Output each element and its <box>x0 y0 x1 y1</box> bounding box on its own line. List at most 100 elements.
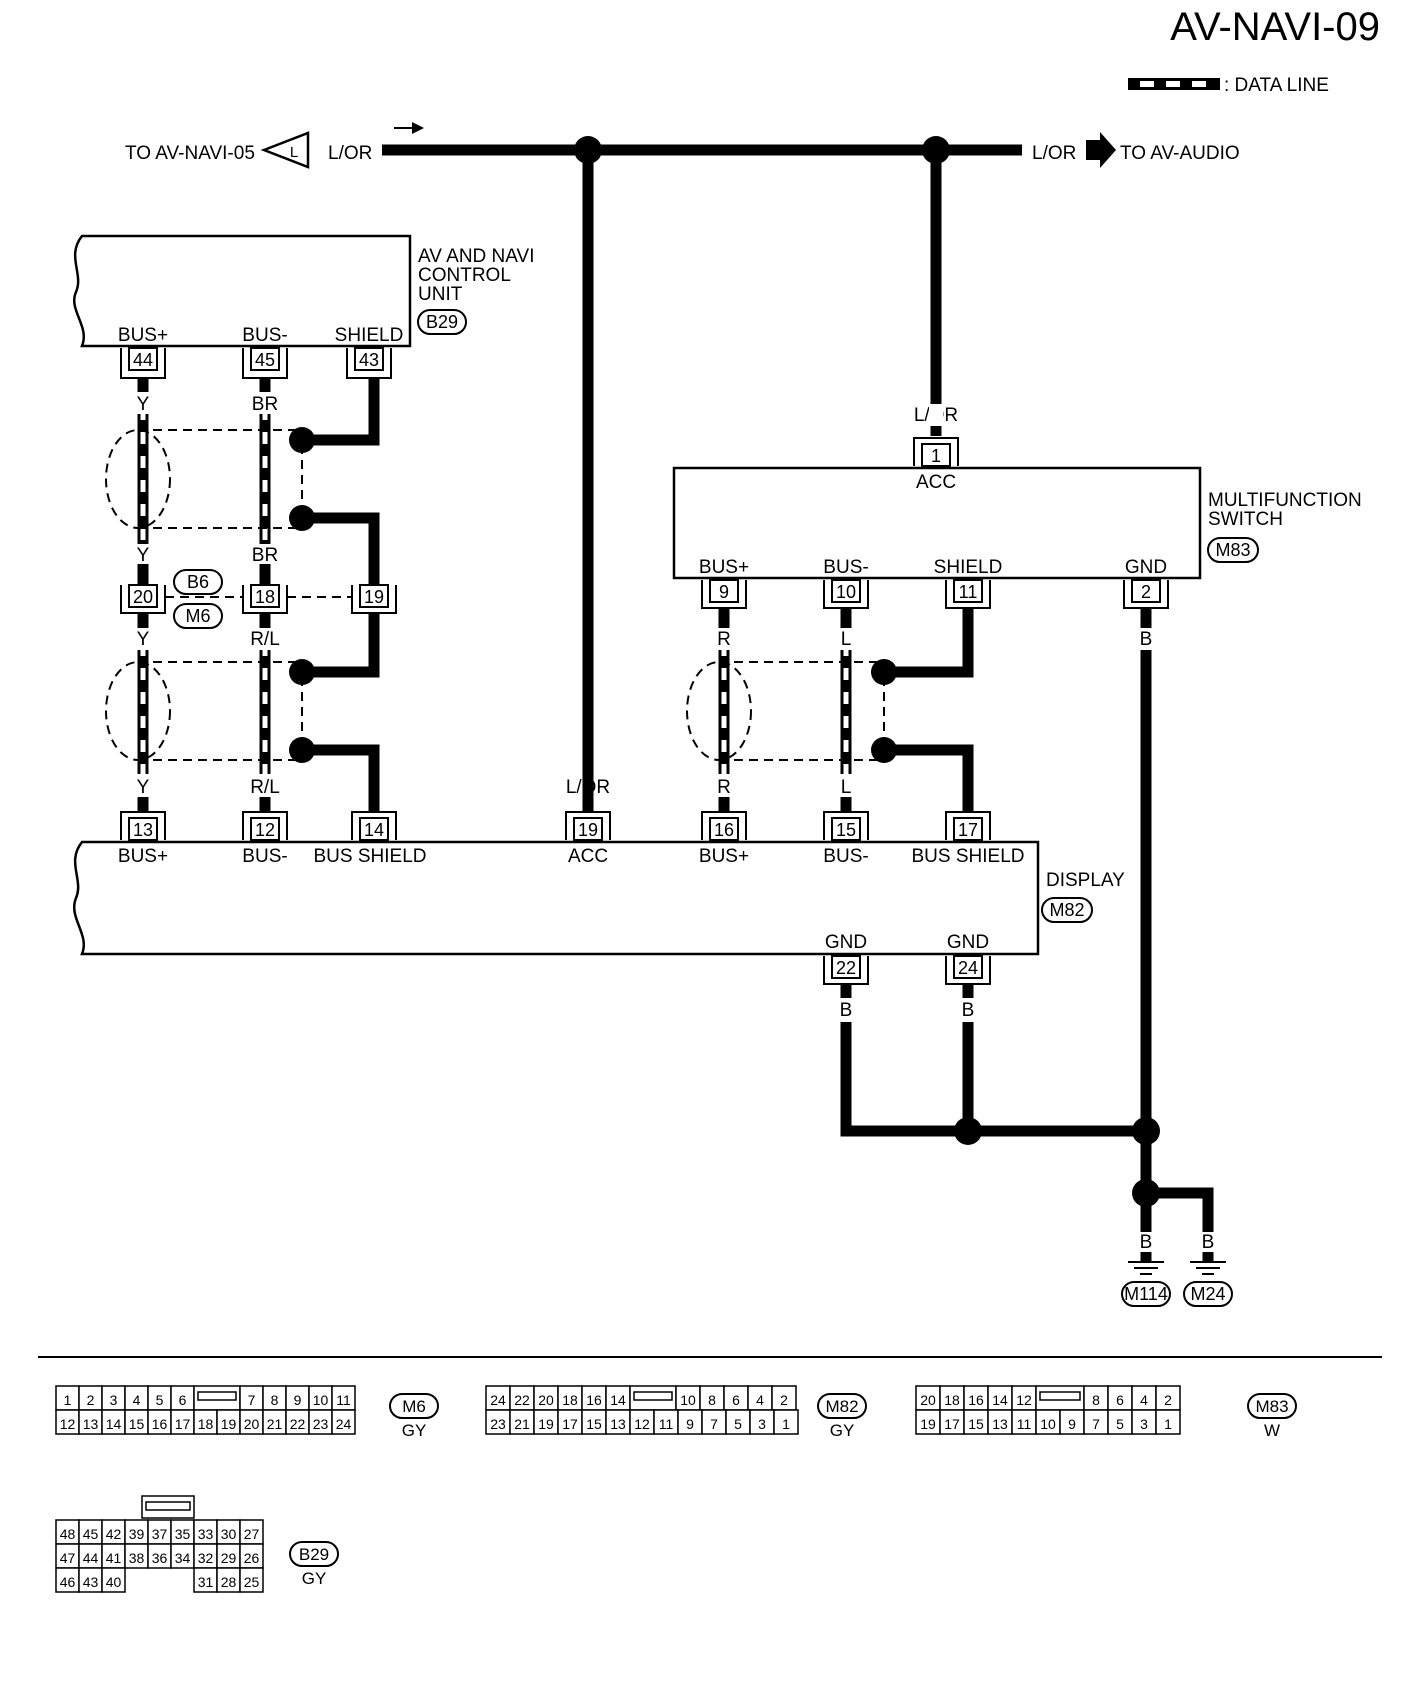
cv-m82-cell-10: 10 <box>680 1392 696 1408</box>
cv-b29-cell-45: 45 <box>83 1526 99 1542</box>
svg-text:DISPLAY: DISPLAY <box>1046 870 1125 891</box>
cv-m6-cell-4: 4 <box>133 1392 141 1408</box>
cv-b29-cell-44: 44 <box>83 1550 99 1566</box>
joint-connector-id-b6: B6 <box>187 572 209 592</box>
pin-display-24[interactable]: 24 <box>945 955 991 985</box>
svg-text:19: 19 <box>578 820 598 840</box>
cv-m82-cell-9: 9 <box>686 1416 694 1432</box>
cv-m83-cell-18: 18 <box>944 1392 960 1408</box>
cv-m83-cell-6: 6 <box>1116 1392 1124 1408</box>
cv-m6-cell-10: 10 <box>313 1392 329 1408</box>
svg-text:15: 15 <box>836 820 856 840</box>
cv-m6-cell-13: 13 <box>83 1416 99 1432</box>
pin-display-13[interactable]: 13 <box>120 811 166 841</box>
svg-text:13: 13 <box>133 820 153 840</box>
pin-joint-20[interactable]: 20 <box>120 584 166 614</box>
switch-connector-id: M83 <box>1215 540 1250 560</box>
cv-m6-cell-6: 6 <box>179 1392 187 1408</box>
data-line-legend: : DATA LINE <box>1128 75 1329 96</box>
link-to-av-audio[interactable]: TO AV-AUDIO <box>1120 143 1240 164</box>
svg-text:BUS SHIELD: BUS SHIELD <box>314 846 427 867</box>
svg-text:24: 24 <box>958 958 978 978</box>
data-line-legend-label: : DATA LINE <box>1224 75 1329 96</box>
cv-b29-cell-26: 26 <box>244 1550 260 1566</box>
pin-joint-18[interactable]: 18 <box>242 584 288 614</box>
cv-m82-cell-19: 19 <box>538 1416 554 1432</box>
pin-av-45[interactable]: 45 <box>242 347 288 379</box>
ground-wire-display-22 <box>840 1022 1146 1137</box>
pin-display-16[interactable]: 16 <box>701 811 747 841</box>
pin-display-12[interactable]: 12 <box>242 811 288 841</box>
pin-display-22[interactable]: 22 <box>823 955 869 985</box>
cv-m6-cell-24: 24 <box>336 1416 352 1432</box>
pin-switch-11[interactable]: 11 <box>945 579 991 609</box>
link-to-av-navi-05[interactable]: TO AV-NAVI-05 <box>125 143 255 164</box>
svg-text:1: 1 <box>931 446 941 466</box>
svg-text:BR: BR <box>252 545 278 566</box>
svg-text:UNIT: UNIT <box>418 284 463 305</box>
pin-switch-9[interactable]: 9 <box>701 579 747 609</box>
cv-b29-cell-27: 27 <box>244 1526 260 1542</box>
pin-av-43[interactable]: 43 <box>346 347 392 379</box>
svg-text:Y: Y <box>137 629 150 650</box>
svg-text:L/OR: L/OR <box>566 777 610 798</box>
cv-m83-cell-9: 9 <box>1068 1416 1076 1432</box>
cv-b29-cell-35: 35 <box>175 1526 191 1542</box>
wire-color-top-right: L/OR <box>1032 143 1076 164</box>
pin-display-15[interactable]: 15 <box>823 811 869 841</box>
svg-text:18: 18 <box>255 587 275 607</box>
cv-m83-cell-17: 17 <box>944 1416 960 1432</box>
right-link-arrow-icon <box>1086 132 1116 168</box>
cv-m82-cell-2: 2 <box>780 1392 788 1408</box>
pin-joint-19[interactable]: 19 <box>351 584 397 614</box>
ground-point-m114: M114 <box>1124 1284 1168 1304</box>
cv-m6-cell-15: 15 <box>129 1416 145 1432</box>
cv-m83-cell-3: 3 <box>1140 1416 1148 1432</box>
cv-m6-cell-12: 12 <box>60 1416 76 1432</box>
cv-m82-cell-8: 8 <box>708 1392 716 1408</box>
cv-m6-cell-2: 2 <box>87 1392 95 1408</box>
pin-display-17[interactable]: 17 <box>945 811 991 841</box>
shield-wire-joint-19-lower <box>302 613 380 678</box>
cv-m6-cell-23: 23 <box>313 1416 329 1432</box>
pin-display-14[interactable]: 14 <box>351 811 397 841</box>
svg-text:45: 45 <box>255 350 275 370</box>
svg-text:BUS SHIELD: BUS SHIELD <box>912 846 1025 867</box>
cv-m6-cell-16: 16 <box>152 1416 168 1432</box>
svg-text:20: 20 <box>133 587 153 607</box>
cv-b29-cell-41: 41 <box>106 1550 122 1566</box>
pin-switch-1[interactable]: 1 <box>913 437 959 467</box>
cv-m6-cell-9: 9 <box>294 1392 302 1408</box>
svg-text:BUS+: BUS+ <box>118 846 168 867</box>
pin-switch-2[interactable]: 2 <box>1123 579 1169 609</box>
shield-wire-display-17 <box>884 744 974 812</box>
pin-switch-10[interactable]: 10 <box>823 579 869 609</box>
cv-m83-cell-11: 11 <box>1017 1416 1032 1432</box>
cv-b29-cell-31: 31 <box>198 1574 214 1590</box>
svg-text:BR: BR <box>252 394 278 415</box>
pin-av-44[interactable]: 44 <box>120 347 166 379</box>
svg-text:B: B <box>1202 1232 1215 1253</box>
svg-text:10: 10 <box>836 582 856 602</box>
svg-text:GND: GND <box>825 932 867 953</box>
pin-display-19[interactable]: 19 <box>565 811 611 841</box>
ground-point-m24: M24 <box>1190 1284 1225 1304</box>
svg-text:BUS-: BUS- <box>823 557 868 578</box>
cv-b29-cell-34: 34 <box>175 1550 191 1566</box>
shield-wire-display-14 <box>302 744 380 812</box>
cv-m83-cell-5: 5 <box>1116 1416 1124 1432</box>
cv-m83-cell-20: 20 <box>920 1392 936 1408</box>
ground-icon-m24 <box>1190 1261 1226 1275</box>
cv-m6-cell-8: 8 <box>271 1392 279 1408</box>
svg-text:SWITCH: SWITCH <box>1208 509 1283 530</box>
cv-b29-cell-36: 36 <box>152 1550 168 1566</box>
cv-m82-cell-5: 5 <box>734 1416 742 1432</box>
svg-text:B: B <box>1140 1232 1153 1253</box>
shield-wire-joint-19-upper <box>302 512 380 585</box>
cv-m83-cell-7: 7 <box>1092 1416 1100 1432</box>
joint-connector-b6-m6: 20 18 19 B6 M6 <box>120 569 397 629</box>
